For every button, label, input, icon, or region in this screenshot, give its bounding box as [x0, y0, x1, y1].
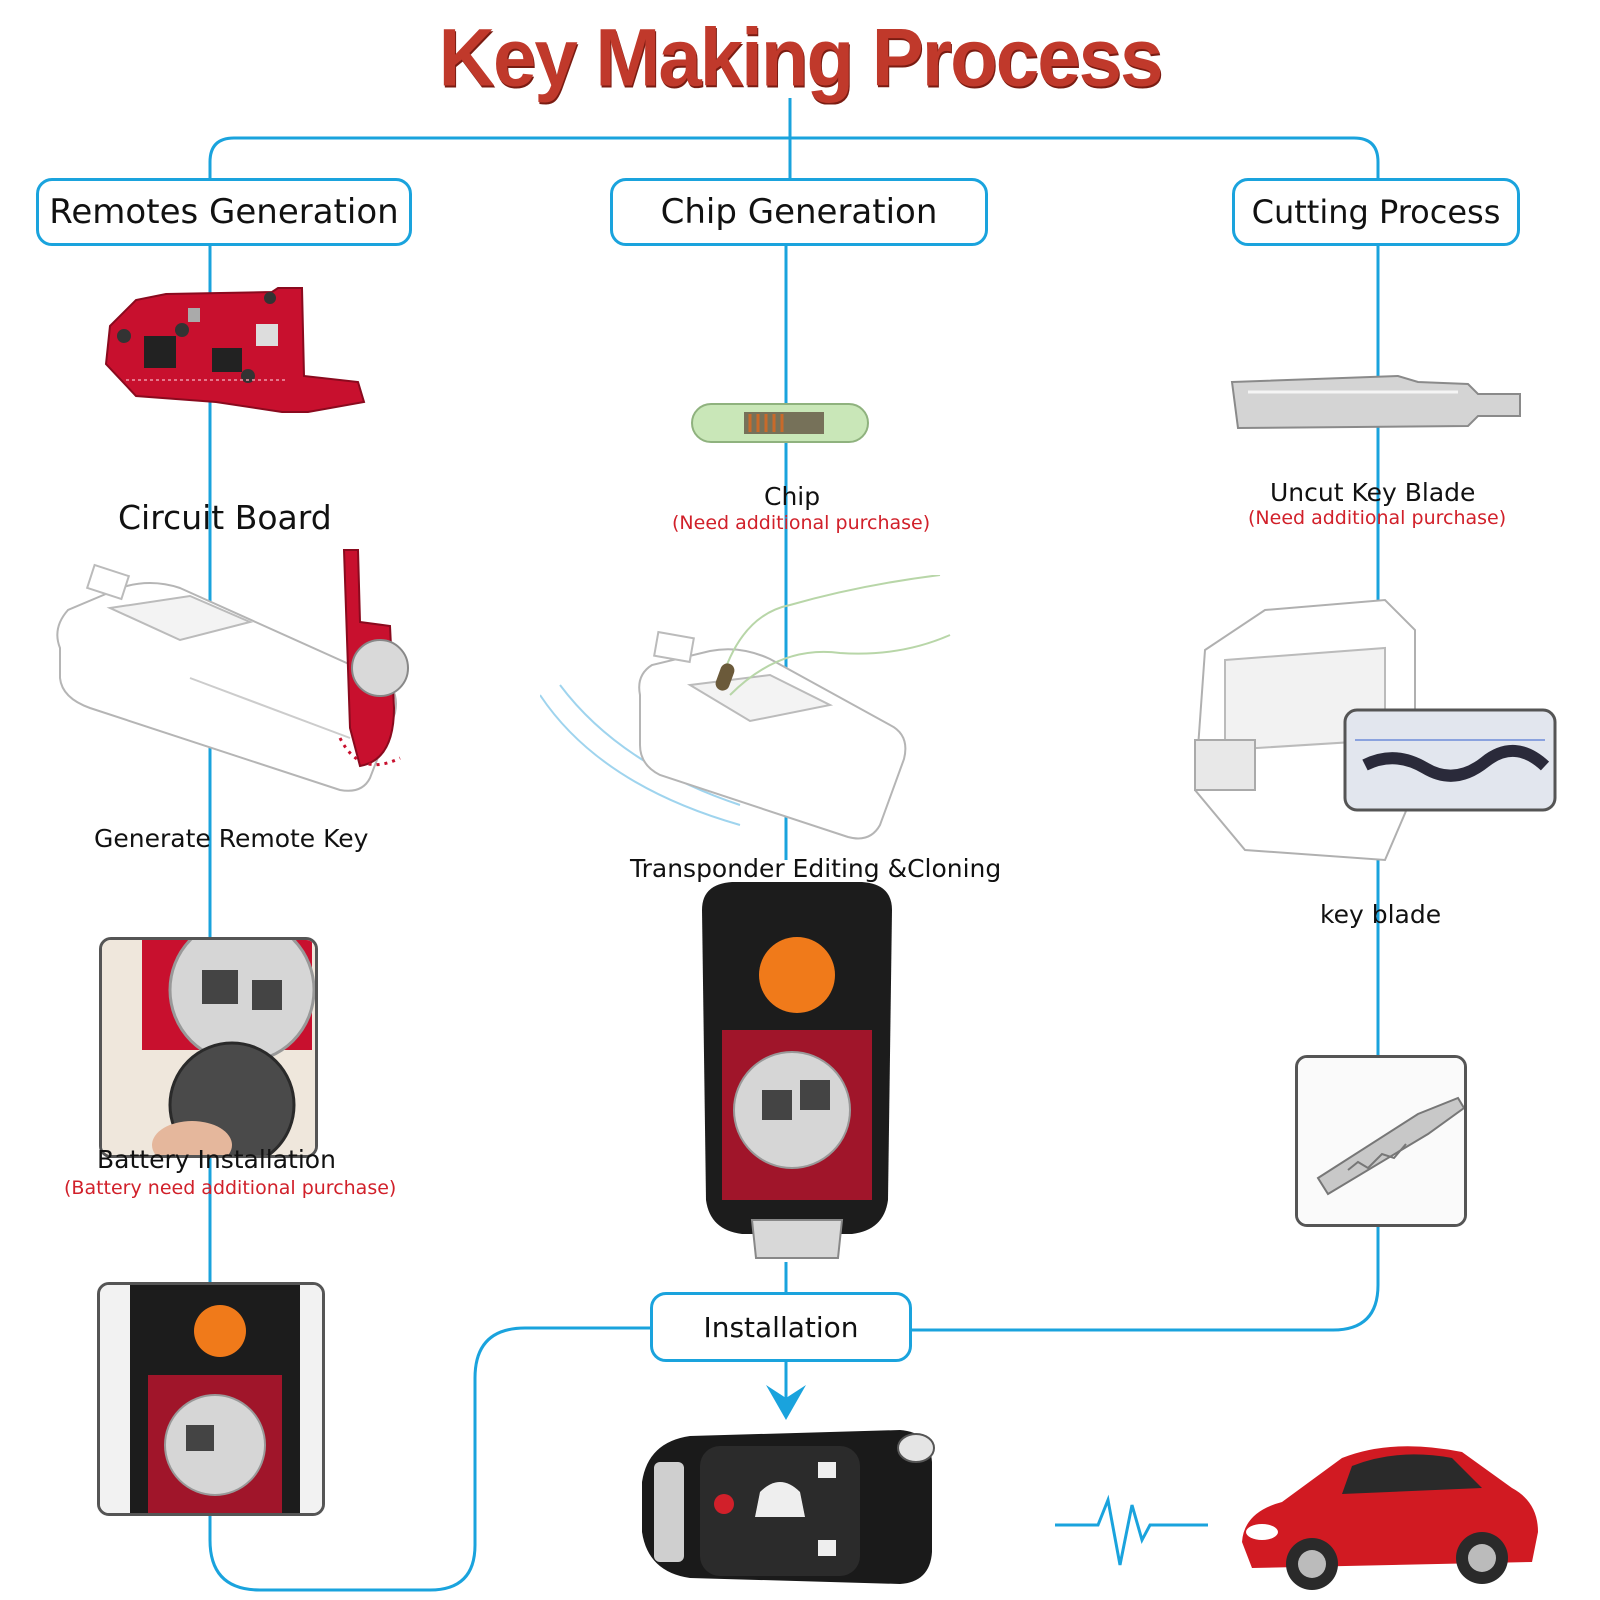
cut-blade-icon: [1298, 1058, 1464, 1224]
page-title: Key Making Process: [438, 10, 1164, 104]
chip-label: Chip: [764, 482, 821, 511]
cut-key-blade-photo: [1295, 1055, 1467, 1227]
generate-remote-key-label: Generate Remote Key: [94, 824, 369, 853]
car-icon: [1242, 1446, 1538, 1590]
battery-installation-label: Battery Installation: [97, 1145, 336, 1174]
remote-assembled-photo: [97, 1282, 325, 1516]
chip-icon: [691, 403, 869, 443]
circuit-board-icon: [104, 287, 366, 413]
header-remotes-generation-label: Remotes Generation: [49, 192, 399, 232]
header-chip-generation-label: Chip Generation: [660, 192, 938, 232]
pulse-icon: [1055, 1494, 1208, 1566]
battery-icon: [102, 940, 315, 1155]
circuit-board-label: Circuit Board: [118, 498, 332, 537]
installation-label: Installation: [703, 1310, 859, 1344]
key-blade-icon: [1230, 374, 1521, 430]
battery-installation-photo: [99, 937, 318, 1158]
header-cutting-process: Cutting Process: [1232, 178, 1520, 246]
chip-programmer-icon: [540, 575, 951, 840]
key-blade-label: key blade: [1320, 900, 1442, 929]
battery-installation-note: (Battery need additional purchase): [64, 1177, 397, 1199]
uncut-key-blade-label: Uncut Key Blade: [1270, 478, 1476, 507]
chip-note: (Need additional purchase): [672, 512, 931, 534]
flip-key-open-icon-center: [702, 882, 892, 1259]
key-programmer-icon: [56, 549, 409, 792]
key-cutting-machine-icon: [1193, 598, 1557, 862]
uncut-key-blade-note: (Need additional purchase): [1248, 507, 1507, 529]
header-chip-generation: Chip Generation: [610, 178, 988, 246]
transponder-editing-label: Transponder Editing &Cloning: [630, 854, 1002, 883]
arrow-down-icon: [766, 1385, 806, 1420]
installation-box: Installation: [650, 1292, 912, 1362]
header-remotes-generation: Remotes Generation: [36, 178, 412, 246]
flip-key-icon: [642, 1430, 935, 1584]
header-cutting-process-label: Cutting Process: [1251, 193, 1501, 231]
flip-key-open-icon: [100, 1285, 322, 1513]
